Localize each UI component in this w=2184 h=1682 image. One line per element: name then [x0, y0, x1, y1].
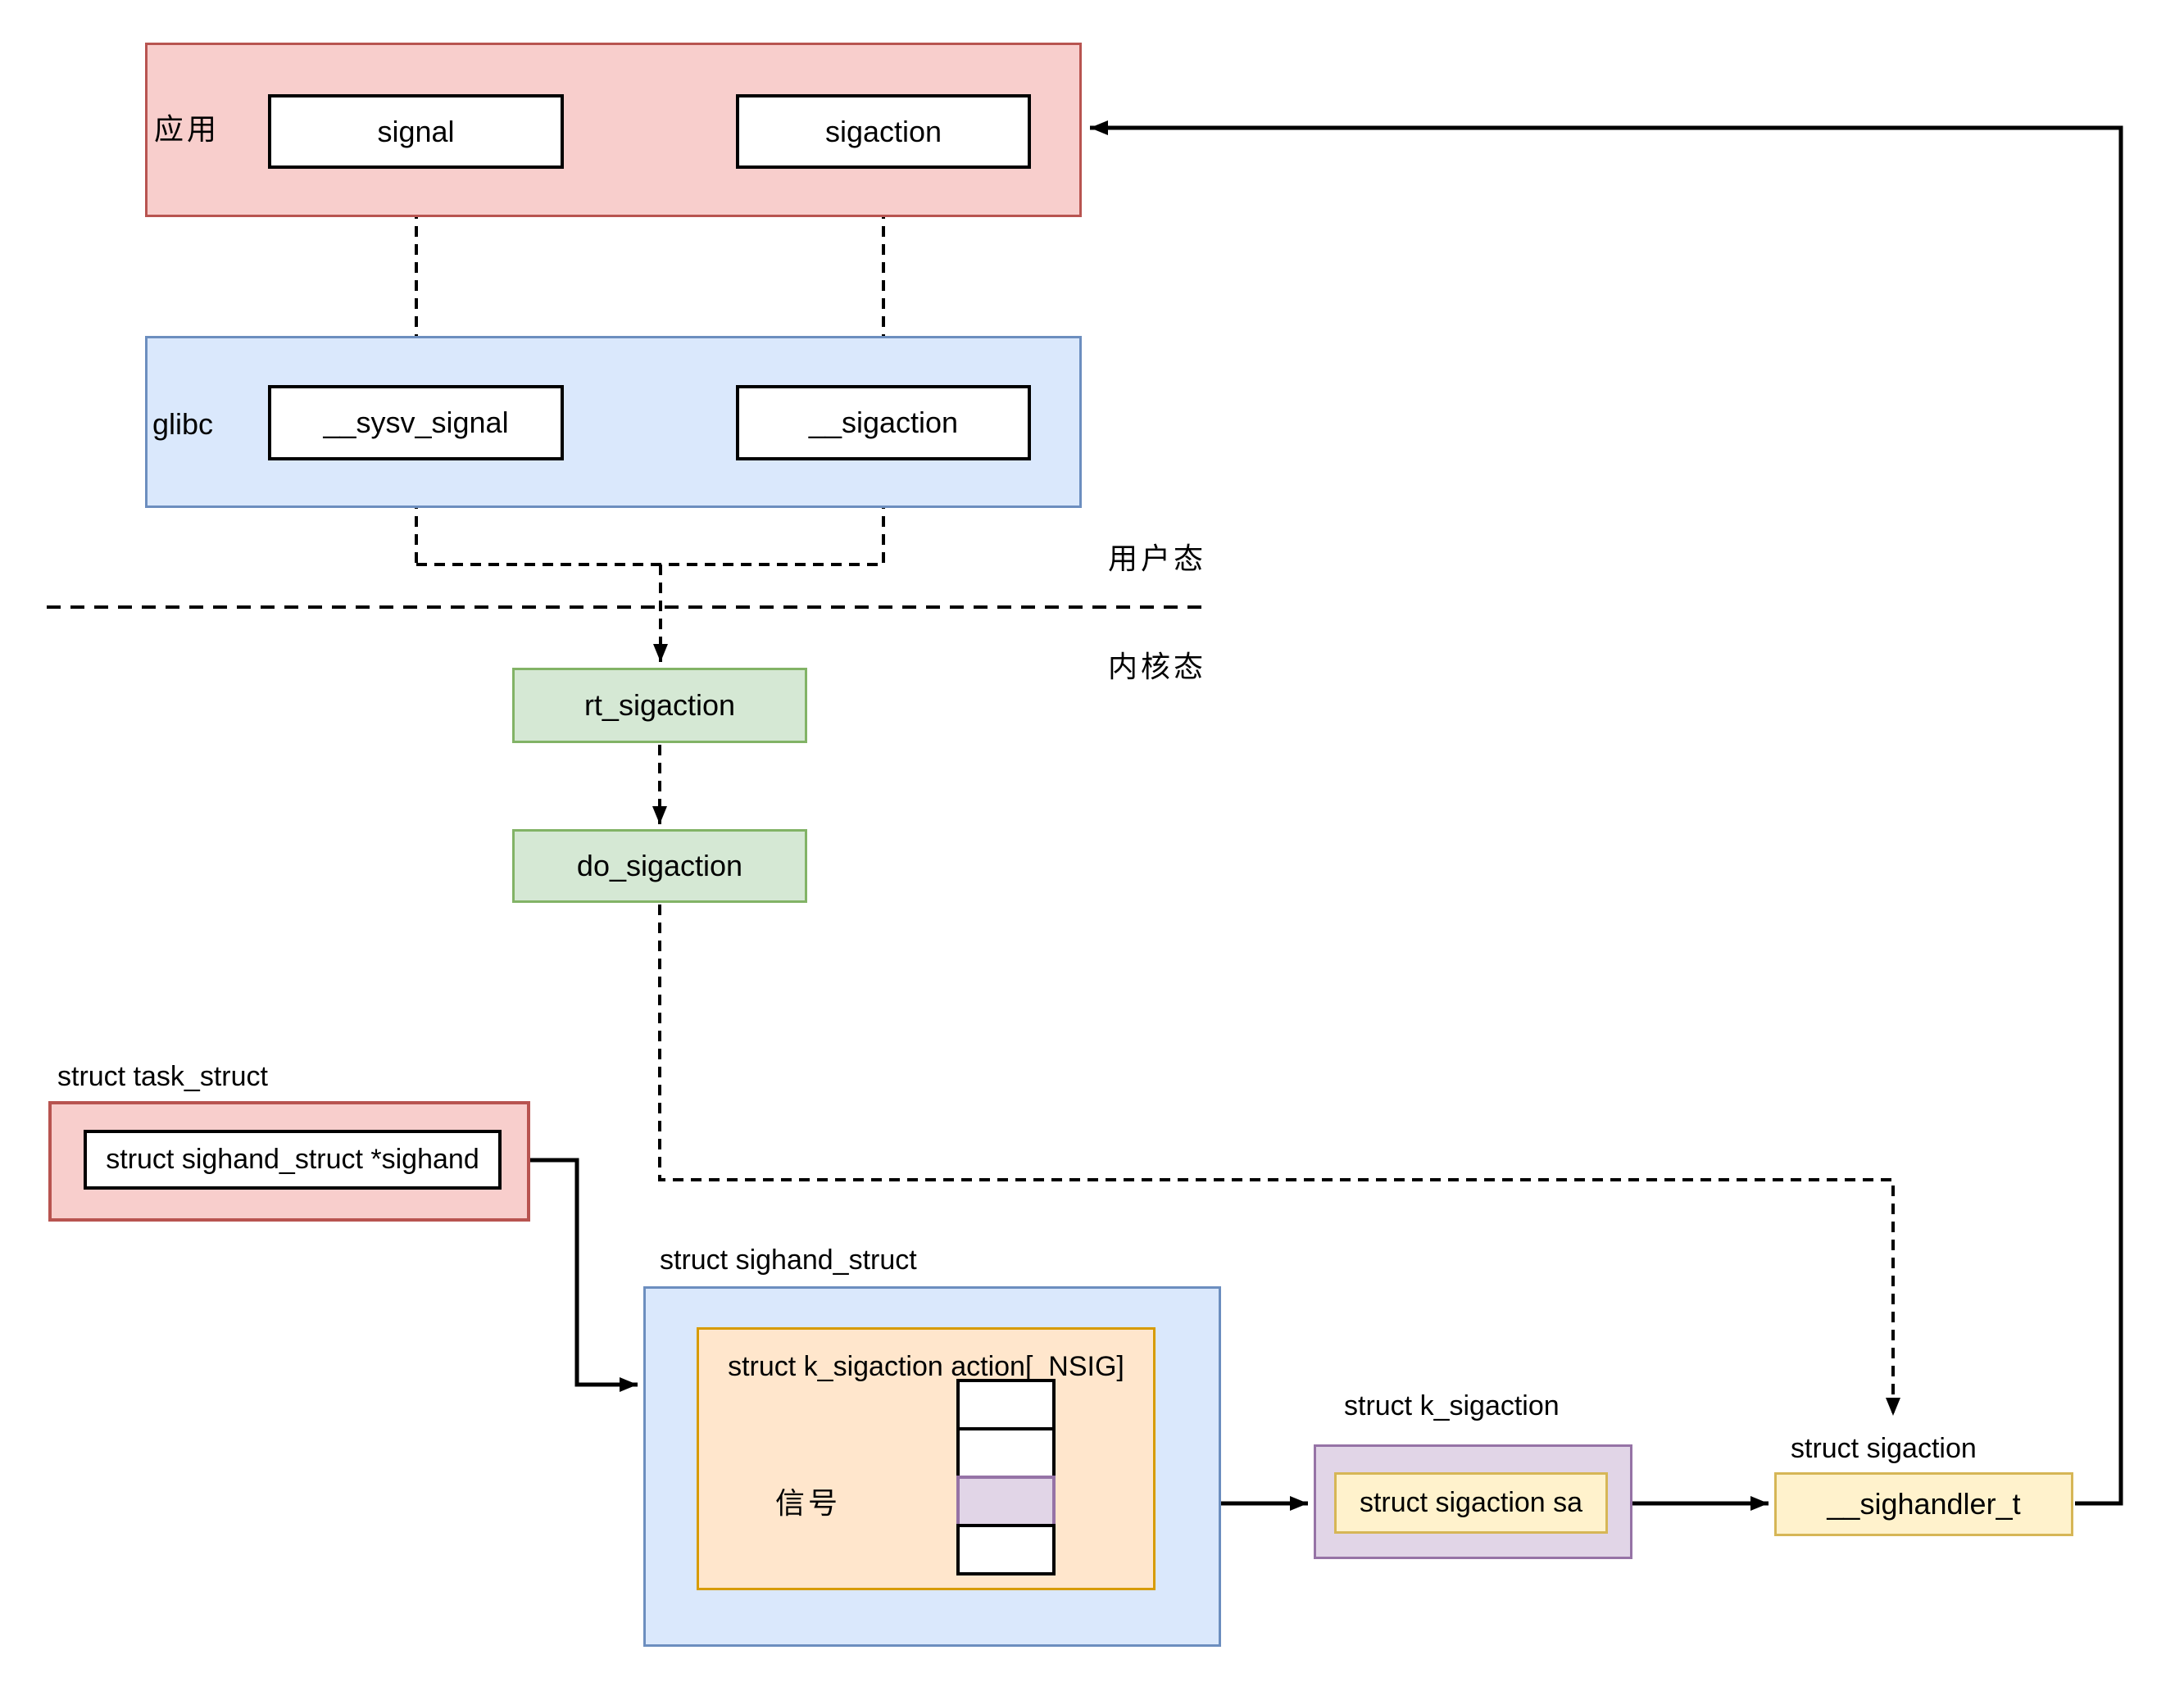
- sigaction-sa-field: struct sigaction sa: [1334, 1472, 1608, 1534]
- kernel-mode-label: 内核态: [1108, 651, 1207, 683]
- do-sigaction-label: do_sigaction: [576, 849, 743, 882]
- sighand-pointer-text: struct sighand_struct *sighand: [106, 1144, 479, 1175]
- sighand-struct-title: struct sighand_struct: [660, 1244, 917, 1276]
- connector-sighandler-to-app: [1090, 120, 2123, 1506]
- sigaction-struct-title: struct sigaction: [1791, 1433, 1977, 1464]
- array-cell: [956, 1379, 1056, 1430]
- rt-sigaction-label: rt_sigaction: [583, 688, 736, 722]
- sigaction-label: sigaction: [824, 114, 942, 148]
- array-cell: [956, 1427, 1056, 1479]
- glibc-sigaction-box: __sigaction: [736, 385, 1031, 460]
- rt-sigaction-box: rt_sigaction: [512, 668, 807, 743]
- k-sigaction-array-title: struct k_sigaction action[_NSIG]: [728, 1351, 1124, 1382]
- k-sigaction-title: struct k_sigaction: [1344, 1390, 1560, 1421]
- array-cell: [956, 1524, 1056, 1575]
- do-sigaction-box: do_sigaction: [512, 829, 807, 903]
- sysv-signal-label: __sysv_signal: [323, 406, 509, 439]
- glibc-layer-label: glibc: [152, 407, 214, 441]
- array-cell-highlighted: [956, 1476, 1056, 1527]
- sighandler-t-box: __sighandler_t: [1774, 1472, 2073, 1536]
- signal-pointer-label: 信号: [775, 1487, 842, 1520]
- sigaction-sa-text: struct sigaction sa: [1359, 1487, 1583, 1518]
- glibc-sigaction-label: __sigaction: [808, 406, 959, 439]
- connector-sighand-pointer: [503, 1158, 638, 1392]
- connector-do-to-sigaction-struct: [658, 904, 1900, 1416]
- user-mode-label: 用户态: [1108, 542, 1207, 575]
- app-layer-label: 应用: [154, 113, 220, 146]
- sighand-pointer-field: struct sighand_struct *sighand: [84, 1130, 502, 1190]
- sigaction-box: sigaction: [736, 94, 1031, 169]
- signal-label: signal: [377, 114, 455, 148]
- task-struct-title: struct task_struct: [57, 1061, 268, 1092]
- signal-box: signal: [268, 94, 564, 169]
- sighandler-t-text: __sighandler_t: [1827, 1487, 2021, 1521]
- sysv-signal-box: __sysv_signal: [268, 385, 564, 460]
- signal-array: [956, 1379, 1056, 1575]
- k-sigaction-array-box: [697, 1327, 1156, 1590]
